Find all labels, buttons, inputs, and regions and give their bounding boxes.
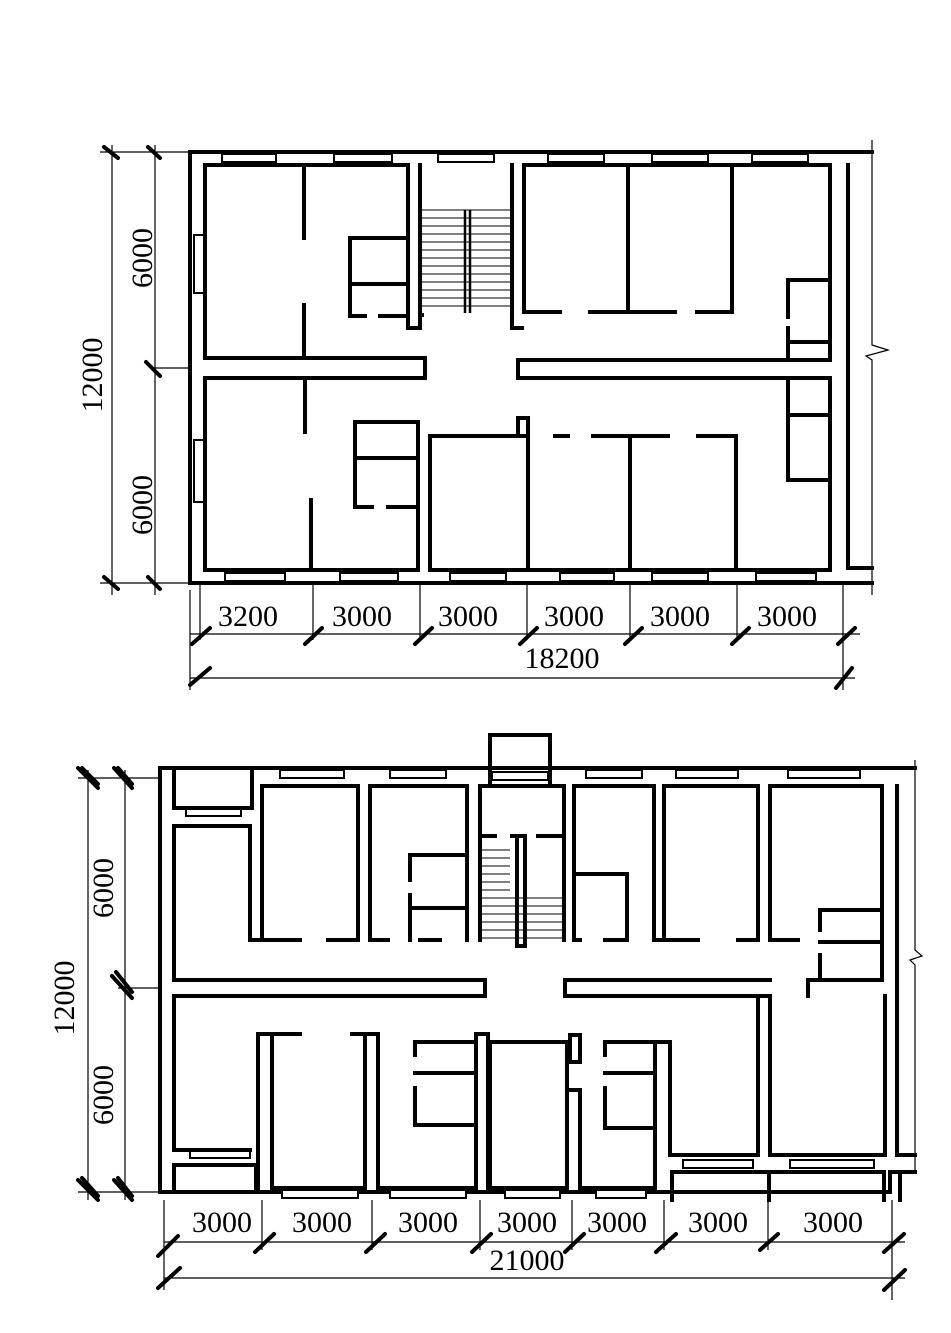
bottom-floor-plan: 6000 6000 12000 3000 3000 3000 3000 3000…: [48, 733, 924, 1300]
bottom-bay-6-label: 3000: [688, 1206, 748, 1239]
top-bay-5-label: 3000: [650, 600, 710, 633]
top-height-total-label: 12000: [76, 338, 109, 413]
bottom-dims-bottom: 3000 3000 3000 3000 3000 3000 3000 21000: [156, 1200, 907, 1300]
top-windows: [193, 153, 817, 582]
bottom-bay-1-label: 3000: [192, 1206, 252, 1239]
top-bay-6-label: 3000: [757, 600, 817, 633]
bottom-right-strip: [895, 784, 917, 1202]
bottom-dims-left: 6000 6000 12000: [48, 766, 160, 1202]
top-bay-2-label: 3000: [332, 600, 392, 633]
top-dims-bottom: 3200 3000 3000 3000 3000 3000 18200: [188, 585, 860, 690]
top-bay-3-label: 3000: [438, 600, 498, 633]
top-bay-4-label: 3000: [544, 600, 604, 633]
bottom-bay-5-label: 3000: [587, 1206, 647, 1239]
top-lower-rooms: [303, 376, 832, 572]
top-dims-left: 6000 6000 12000: [76, 145, 190, 595]
bottom-upper-rooms: [172, 766, 884, 1152]
top-bay-1-label: 3200: [218, 600, 278, 633]
top-right-strip: [846, 163, 874, 570]
bottom-bay-2-label: 3000: [292, 1206, 352, 1239]
bottom-stair: [482, 849, 562, 939]
bottom-bay-4-label: 3000: [497, 1206, 557, 1239]
top-outer-wall: [188, 150, 874, 585]
top-height-upper-label: 6000: [126, 228, 159, 288]
bottom-windows: [185, 769, 875, 1199]
bottom-length-total-label: 21000: [490, 1244, 565, 1277]
bottom-lower-rooms: [172, 994, 887, 1202]
top-stair: [408, 163, 524, 330]
bottom-height-total-label: 12000: [48, 961, 81, 1036]
bottom-break-line: [908, 760, 924, 1172]
bottom-bay-3-label: 3000: [398, 1206, 458, 1239]
top-break-line: [864, 140, 891, 595]
bottom-stair-tower: [488, 733, 552, 788]
top-floor-plan: 6000 6000 12000 3200 3000 3000 3000 3000…: [76, 140, 891, 690]
top-length-total-label: 18200: [525, 642, 600, 675]
bottom-bay-7-label: 3000: [803, 1206, 863, 1239]
top-height-lower-label: 6000: [126, 475, 159, 535]
bottom-height-upper-label: 6000: [87, 858, 120, 918]
bottom-height-lower-label: 6000: [87, 1065, 120, 1125]
